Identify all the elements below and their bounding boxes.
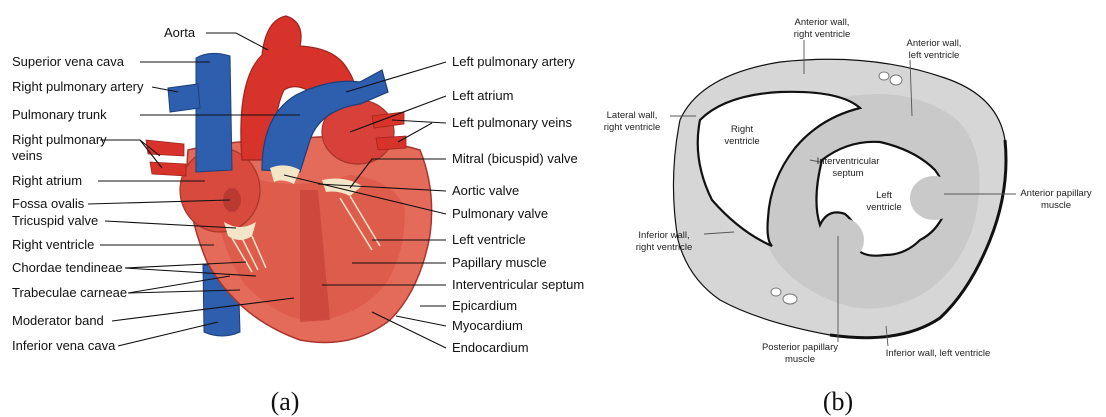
label-right-pulmonary-veins-line2: veins xyxy=(12,148,43,163)
panel-a-right-labels: Left pulmonary artery Left atrium Left p… xyxy=(452,54,584,355)
label-b-anterior-wall-lv-1: Anterior wall, xyxy=(907,38,962,49)
label-interventricular-septum: Interventricular septum xyxy=(452,277,584,292)
posterior-papillary-muscle-shape xyxy=(820,218,864,262)
label-b-posterior-papillary-1: Posterior papillary xyxy=(762,342,838,353)
label-pulmonary-trunk: Pulmonary trunk xyxy=(12,107,107,122)
label-left-atrium: Left atrium xyxy=(452,88,513,103)
label-b-anterior-wall-rv-2: right ventricle xyxy=(794,29,851,40)
label-chordae-tendineae: Chordae tendineae xyxy=(12,260,123,275)
right-pulmonary-veins-shape xyxy=(146,140,186,176)
label-myocardium: Myocardium xyxy=(452,318,523,333)
caption-a: (a) xyxy=(271,387,300,416)
label-aortic-valve: Aortic valve xyxy=(452,183,519,198)
label-superior-vena-cava: Superior vena cava xyxy=(12,54,125,69)
label-right-ventricle: Right ventricle xyxy=(12,237,94,252)
label-left-pulmonary-artery: Left pulmonary artery xyxy=(452,54,575,69)
label-b-left-ventricle-2: ventricle xyxy=(866,202,901,213)
label-right-pulmonary-artery: Right pulmonary artery xyxy=(12,79,144,94)
label-b-anterior-wall-rv-1: Anterior wall, xyxy=(795,17,850,28)
label-b-left-ventricle-1: Left xyxy=(876,190,892,201)
anterior-papillary-muscle-shape xyxy=(910,176,958,220)
anterior-vessel-1 xyxy=(879,72,889,80)
label-b-posterior-papillary-2: muscle xyxy=(785,354,815,365)
caption-b: (b) xyxy=(823,387,853,416)
leader-endocardium xyxy=(372,312,446,348)
label-left-pulmonary-veins: Left pulmonary veins xyxy=(452,115,572,130)
heart-illustration xyxy=(146,16,432,343)
posterior-vessel-2 xyxy=(783,294,797,304)
label-right-atrium: Right atrium xyxy=(12,173,82,188)
label-b-anterior-wall-lv-2: left ventricle xyxy=(909,50,960,61)
label-left-ventricle: Left ventricle xyxy=(452,232,526,247)
label-right-pulmonary-veins-line1: Right pulmonary xyxy=(12,132,107,147)
label-b-inferior-wall-lv: Inferior wall, left ventricle xyxy=(886,348,991,359)
label-tricuspid-valve: Tricuspid valve xyxy=(12,213,98,228)
label-fossa-ovalis: Fossa ovalis xyxy=(12,196,85,211)
label-mitral-valve: Mitral (bicuspid) valve xyxy=(452,151,578,166)
leader-aorta xyxy=(206,33,268,50)
label-epicardium: Epicardium xyxy=(452,298,517,313)
posterior-vessel-1 xyxy=(771,288,781,296)
label-b-septum-1: Interventricular xyxy=(817,156,880,167)
label-b-inferior-wall-rv-1: Inferior wall, xyxy=(638,230,689,241)
label-b-septum-2: septum xyxy=(832,168,863,179)
label-b-anterior-papillary-2: muscle xyxy=(1041,200,1071,211)
panel-a-left-labels: Aorta Superior vena cava Right pulmonary… xyxy=(12,25,196,353)
leader-left-pulmonary-veins-b xyxy=(398,123,432,142)
label-b-inferior-wall-rv-2: right ventricle xyxy=(636,242,693,253)
label-b-right-ventricle-1: Right xyxy=(731,124,754,135)
cross-section xyxy=(673,59,1006,337)
label-aorta: Aorta xyxy=(164,25,196,40)
leader-left-pulmonary-artery xyxy=(346,62,446,92)
label-endocardium: Endocardium xyxy=(452,340,529,355)
label-trabeculae-carneae: Trabeculae carneae xyxy=(12,285,127,300)
label-b-anterior-papillary-1: Anterior papillary xyxy=(1020,188,1092,199)
label-b-right-ventricle-2: ventricle xyxy=(724,136,759,147)
label-papillary-muscle: Papillary muscle xyxy=(452,255,547,270)
label-b-lateral-wall-rv-2: right ventricle xyxy=(604,122,661,133)
label-b-lateral-wall-rv-1: Lateral wall, xyxy=(607,110,658,121)
superior-vena-cava-shape xyxy=(196,53,232,172)
leader-inferior-vena-cava xyxy=(118,322,218,346)
label-pulmonary-valve: Pulmonary valve xyxy=(452,206,548,221)
right-pulmonary-artery-shape xyxy=(168,84,200,112)
leader-myocardium xyxy=(396,316,446,326)
anterior-vessel-2 xyxy=(890,75,902,85)
label-inferior-vena-cava: Inferior vena cava xyxy=(12,338,116,353)
label-moderator-band: Moderator band xyxy=(12,313,104,328)
